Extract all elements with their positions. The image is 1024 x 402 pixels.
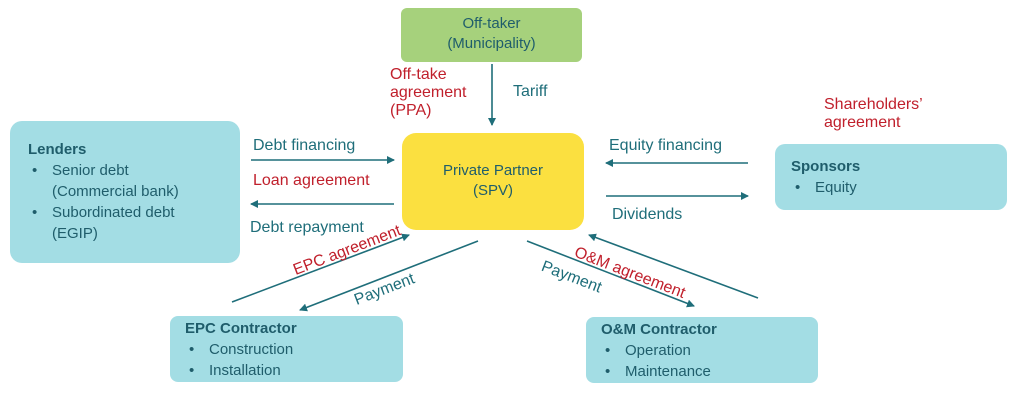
sponsors-list: Equity: [791, 177, 1007, 198]
lenders-item-sublabel: (EGIP): [52, 225, 98, 242]
debt-repayment-label: Debt repayment: [250, 219, 364, 236]
lenders-list: Senior debt (Commercial bank) Subordinat…: [28, 160, 240, 244]
offtake-agreement-line3: (PPA): [390, 102, 432, 119]
sponsors-box: Sponsors Equity: [775, 144, 1007, 210]
debt-financing-label: Debt financing: [253, 137, 356, 154]
shareholders-agreement-line2: agreement: [824, 114, 901, 131]
om-agreement-arrow: [588, 233, 759, 299]
offtaker-title: Off-taker: [462, 15, 521, 32]
epc-contractor-box: EPC Contractor Construction Installation: [170, 316, 403, 382]
offtake-agreement-label: Off-take agreement (PPA): [390, 66, 467, 120]
shareholders-agreement-line1: Shareholders’: [824, 96, 923, 113]
spv-subtitle: (SPV): [472, 182, 513, 199]
sponsors-item-equity: Equity: [791, 177, 1007, 198]
om-item-operation: Operation: [601, 340, 818, 361]
epc-list: Construction Installation: [185, 339, 403, 381]
tariff-label: Tariff: [513, 83, 548, 100]
om-list: Operation Maintenance: [601, 340, 818, 382]
lenders-box: Lenders Senior debt (Commercial bank) Su…: [10, 121, 240, 263]
offtaker-box: Off-taker (Municipality): [401, 8, 582, 62]
om-contractor-title: O&M Contractor: [601, 321, 717, 338]
offtake-agreement-line2: agreement: [390, 84, 467, 101]
om-contractor-box: O&M Contractor Operation Maintenance: [586, 317, 818, 383]
epc-payment-arrow: [299, 240, 479, 312]
dividends-label: Dividends: [612, 206, 683, 223]
lenders-item-label: Subordinated debt: [52, 204, 175, 221]
spv-title: Private Partner: [442, 162, 544, 179]
epc-agreement-arrow: [231, 233, 410, 303]
lenders-item-label: Senior debt: [52, 162, 129, 179]
equity-financing-label: Equity financing: [609, 137, 722, 154]
lenders-item-sublabel: (Commercial bank): [52, 183, 179, 200]
lenders-title: Lenders: [28, 141, 87, 158]
lenders-item-senior-debt: Senior debt (Commercial bank): [28, 160, 240, 202]
epc-contractor-title: EPC Contractor: [185, 320, 297, 337]
shareholders-agreement-label: Shareholders’ agreement: [824, 96, 923, 132]
lenders-item-subordinated-debt: Subordinated debt (EGIP): [28, 202, 240, 244]
epc-item-construction: Construction: [185, 339, 403, 360]
loan-agreement-label: Loan agreement: [253, 172, 370, 189]
offtaker-subtitle: (Municipality): [447, 35, 536, 52]
sponsors-title: Sponsors: [791, 158, 861, 175]
offtake-agreement-line1: Off-take: [390, 66, 447, 83]
om-payment-arrow: [526, 240, 695, 308]
spv-box: Private Partner (SPV): [402, 133, 584, 230]
epc-item-installation: Installation: [185, 360, 403, 381]
om-item-maintenance: Maintenance: [601, 361, 818, 382]
